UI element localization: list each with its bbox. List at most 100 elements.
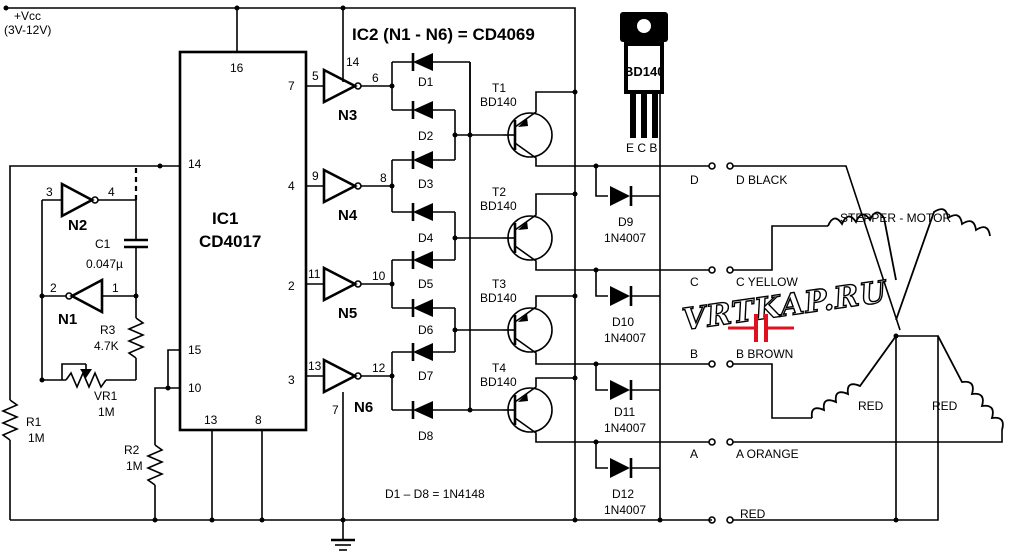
junction-dot: [572, 191, 578, 197]
t3-emitter-arrow: [518, 313, 528, 322]
vcc-range: (3V-12V): [4, 23, 51, 37]
n5-pin-out: 10: [372, 269, 386, 283]
n5-gate-symbol: [322, 265, 358, 303]
n4-label: N4: [338, 207, 358, 224]
d10-wire: [595, 270, 608, 297]
terminal-b-tag: B: [690, 347, 698, 361]
motor-red-lead: [896, 335, 939, 521]
d10-body: [610, 286, 630, 306]
t2-emitter-arrow: [518, 221, 528, 230]
r1-top-wire: [9, 165, 180, 400]
d6-body: [413, 299, 433, 317]
d5-label: D5: [418, 277, 434, 291]
junction-dot: [467, 132, 473, 138]
n6-pin-out: 12: [372, 361, 386, 375]
c1-label: C1: [95, 237, 111, 251]
r3-value: 4.7K: [94, 339, 119, 353]
n2-label: N2: [68, 217, 87, 234]
r2-value: 1M: [126, 459, 143, 473]
t4-name: T4: [492, 361, 506, 375]
ic1-pin-label: 14: [188, 157, 202, 171]
n4-gate-symbol: [322, 167, 358, 205]
motor-red-left: RED: [858, 399, 884, 413]
ic1-name: IC1: [212, 209, 238, 228]
junction-dot: [452, 132, 458, 138]
junction-dot: [39, 377, 45, 383]
n6-gate-symbol: [322, 357, 358, 395]
vcc-label: +Vcc: [14, 9, 41, 23]
vr1-resistor: [65, 370, 107, 390]
r2-resistor: [145, 444, 165, 486]
d7-body: [413, 343, 433, 361]
d1-body: [413, 53, 433, 71]
d12-part: 1N4007: [604, 503, 646, 517]
n1-gate-symbol: [69, 277, 104, 315]
r2-label: R2: [124, 443, 140, 457]
d12-name: D12: [612, 487, 634, 501]
junction-dot: [152, 517, 158, 523]
terminal-c: [708, 266, 734, 274]
d11-wire: [595, 364, 608, 391]
ic1-pin-label: 13: [204, 413, 218, 427]
n3-pin-out: 6: [372, 71, 379, 85]
n4-pin-out: 8: [380, 171, 387, 185]
t4-emitter-arrow: [518, 393, 528, 402]
terminal-d-wire: D BLACK: [736, 173, 787, 187]
ic1-body: [178, 50, 308, 432]
junction-dot: [893, 517, 899, 523]
d4-label: D4: [418, 231, 434, 245]
ic1-pin-label: 16: [230, 61, 244, 75]
ic1-pin-label: 3: [288, 373, 295, 387]
c1-value: 0.047µ: [86, 257, 123, 271]
n3-pin-in: 5: [312, 69, 319, 83]
n6-pin-in: 13: [308, 359, 322, 373]
junction-dot: [593, 163, 599, 169]
pin10-wire: [154, 387, 180, 445]
vr1-wiper-arrow: [80, 369, 92, 378]
motor-coil-4: [937, 335, 1004, 431]
junction-dot: [467, 407, 473, 413]
junction-dot: [572, 375, 578, 381]
terminal-d: [708, 162, 734, 170]
terminal-a-tag: A: [690, 447, 698, 461]
junction-dot: [389, 183, 395, 189]
ic1-pin-label: 10: [188, 381, 202, 395]
r3-resistor: [126, 317, 146, 359]
diodes-note: D1 – D8 = 1N4148: [385, 487, 485, 501]
junction-dot: [389, 83, 395, 89]
n5-pin-in: 11: [308, 267, 321, 281]
motor-coil-2: [895, 208, 991, 321]
ic1-pin-label: 4: [288, 179, 295, 193]
d8-body: [413, 401, 433, 419]
junction-dot: [340, 5, 346, 11]
d11-body: [610, 380, 630, 400]
d10-part: 1N4007: [604, 331, 646, 345]
bd140-package-icon: [620, 12, 668, 138]
junction-dot: [234, 5, 240, 11]
n1-pin-in: 2: [50, 281, 57, 295]
t1-name: T1: [492, 81, 506, 95]
n6-label: N6: [354, 399, 373, 416]
motor-c-lead: [733, 225, 828, 271]
n1-pin-out: 1: [112, 281, 119, 295]
d8-label: D8: [418, 429, 434, 443]
ic1-pin-label: 7: [288, 79, 295, 93]
t1-emitter-arrow: [518, 118, 528, 127]
junction-dot: [209, 517, 215, 523]
d1-label: D1: [418, 75, 434, 89]
vr1-label: VR1: [94, 389, 118, 403]
junction-dot: [593, 267, 599, 273]
d2-body: [413, 101, 433, 119]
d9-name: D9: [618, 215, 634, 229]
junction-dot: [157, 163, 163, 169]
ic2-title: IC2 (N1 - N6) = CD4069: [352, 25, 535, 44]
motor-red-right: RED: [932, 399, 958, 413]
r1-value: 1M: [28, 431, 45, 445]
d9-part: 1N4007: [604, 231, 646, 245]
junction-dot: [259, 517, 265, 523]
n3-pin-vdd: 14: [346, 55, 360, 69]
junction-dot: [593, 361, 599, 367]
junction-dot: [572, 89, 578, 95]
watermark-capacitor-icon: [728, 314, 794, 342]
